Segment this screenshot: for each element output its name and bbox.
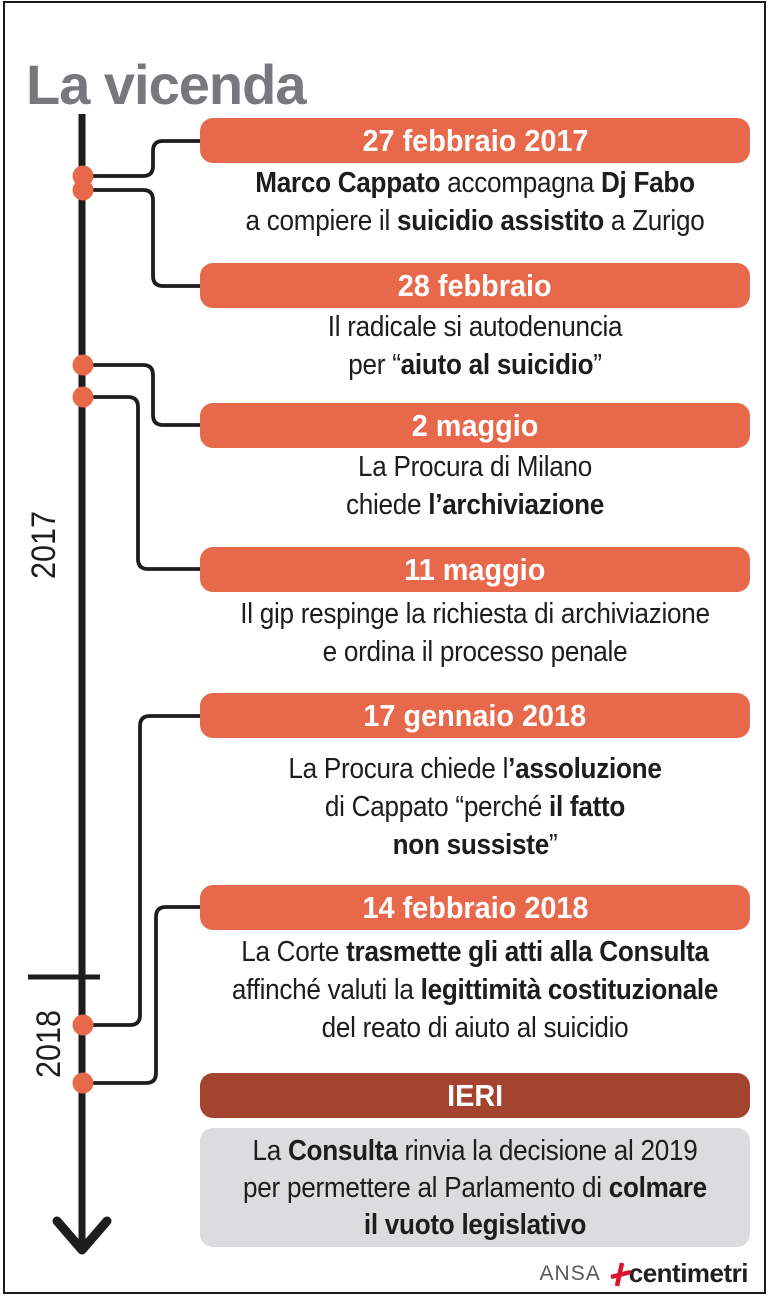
event-date-header: 28 febbraio [200, 263, 750, 308]
emphasis-text: Marco Cappato [255, 167, 441, 199]
emphasis-text: il vuoto legislativo [363, 1209, 587, 1241]
event-text-line: La Corte trasmette gli atti alla Consult… [232, 933, 718, 971]
event-text-line: per “aiuto al suicidio” [328, 346, 623, 384]
plain-text: del reato di aiuto al suicidio [321, 1012, 629, 1044]
emphasis-text: non sussiste [392, 829, 550, 861]
event-text-line: Il gip respinge la richiesta di archivia… [240, 595, 710, 633]
event-text-line: di Cappato “perché il fatto [288, 788, 661, 826]
event-date-header: 11 maggio [200, 547, 750, 592]
plain-text: ” [593, 349, 602, 381]
plain-text: a Zurigo [603, 205, 705, 237]
timeline-dot [72, 179, 94, 201]
plain-text: e ordina il processo penale [322, 636, 628, 668]
event-text-line: Marco Cappato accompagna Dj Fabo [246, 164, 705, 202]
event-date-label: 14 febbraio 2018 [362, 890, 588, 925]
event-date-label: IERI [446, 1078, 504, 1113]
plain-text: Il radicale si autodenuncia [327, 311, 623, 343]
emphasis-text: aiuto al suicidio [400, 349, 594, 381]
plain-text: rinvia la decisione al 2019 [397, 1135, 698, 1167]
plain-text: La Procura di Milano [358, 451, 592, 483]
timeline-arrow-icon [52, 1216, 112, 1255]
event-text-line: La Procura di Milano [346, 448, 604, 486]
connector-event-2 [90, 188, 200, 288]
event-text-line: Il radicale si autodenuncia [328, 308, 623, 346]
event-text-line: a compiere il suicidio assistito a Zurig… [246, 202, 705, 240]
event-text-line: affinché valuti la legittimità costituzi… [231, 971, 719, 1009]
event-text-line: chiede l’archiviazione [346, 486, 604, 524]
plain-text: affinché valuti la [231, 974, 421, 1006]
event-text-line: non sussiste” [288, 826, 661, 864]
year-label-2018: 2018 [30, 1010, 68, 1078]
event-text-line: e ordina il processo penale [240, 633, 710, 671]
centimetri-logo: centimetri [628, 1258, 749, 1288]
connector-event-6 [90, 905, 200, 1085]
plain-text: per permettere al Parlamento di [243, 1172, 609, 1204]
plain-text: Il gip respinge la richiesta di archivia… [240, 598, 710, 630]
footer-credit: ANSA centimetri [539, 1258, 749, 1289]
page-title: La vicenda [26, 52, 306, 116]
event-text-line: del reato di aiuto al suicidio [232, 1009, 718, 1047]
connector-event-3 [90, 363, 200, 427]
connector-event-1 [90, 139, 200, 178]
emphasis-text: Consulta [287, 1135, 398, 1167]
ansa-logo: ANSA [539, 1261, 601, 1285]
timeline-dots [72, 165, 94, 1094]
timeline-dot [72, 354, 94, 376]
plain-text: a compiere il [245, 205, 397, 237]
event-date-label: 17 gennaio 2018 [363, 698, 587, 733]
event-date-header: 2 maggio [200, 403, 750, 448]
event-date-header: IERI [200, 1073, 750, 1118]
emphasis-text: legittimità costituzionale [420, 974, 719, 1006]
emphasis-text: il fatto [548, 791, 626, 823]
connector-event-4 [90, 395, 200, 571]
event-date-header: 14 febbraio 2018 [200, 885, 750, 930]
event-text-line: La Procura chiede l’assoluzione [288, 750, 661, 788]
timeline-dot [72, 386, 94, 408]
plain-text: chiede [345, 489, 429, 521]
plain-text: La Procura chiede l [288, 753, 509, 785]
emphasis-text: l’archiviazione [428, 489, 605, 521]
centimetri-cross-icon [610, 1262, 632, 1287]
emphasis-text: colmare [608, 1172, 707, 1204]
plain-text: per “ [348, 349, 401, 381]
emphasis-text: suicidio assistito [396, 205, 604, 237]
event-date-header: 17 gennaio 2018 [200, 693, 750, 738]
event-text-line: il vuoto legislativo [243, 1207, 707, 1244]
event-date-label: 28 febbraio [398, 268, 552, 303]
event-date-label: 11 maggio [404, 552, 546, 587]
emphasis-text: ’assoluzione [508, 753, 662, 785]
event-description: La Corte trasmette gli atti alla Consult… [231, 933, 719, 1047]
event-date-label: 27 febbraio 2017 [362, 123, 588, 158]
timeline-dot [72, 1072, 94, 1094]
emphasis-text: Dj Fabo [600, 167, 695, 199]
final-note-box [200, 1128, 750, 1247]
event-text-line: La Consulta rinvia la decisione al 2019 [243, 1133, 707, 1170]
connector-event-5 [90, 714, 200, 1027]
plain-text: accompagna [440, 167, 601, 199]
year-label-2017: 2017 [25, 511, 63, 579]
timeline-dot [72, 1014, 94, 1036]
event-description: Il gip respinge la richiesta di archivia… [240, 595, 710, 671]
connectors [90, 139, 200, 1085]
plain-text: La Corte [241, 936, 347, 968]
event-date-label: 2 maggio [411, 408, 539, 443]
event-date-header: 27 febbraio 2017 [200, 118, 750, 163]
emphasis-text: trasmette gli atti alla Consulta [346, 936, 709, 968]
plain-text: La [252, 1135, 288, 1167]
plain-text: di Cappato “perché [324, 791, 549, 823]
event-text-line: per permettere al Parlamento di colmare [243, 1170, 707, 1207]
plain-text: ” [548, 829, 558, 861]
